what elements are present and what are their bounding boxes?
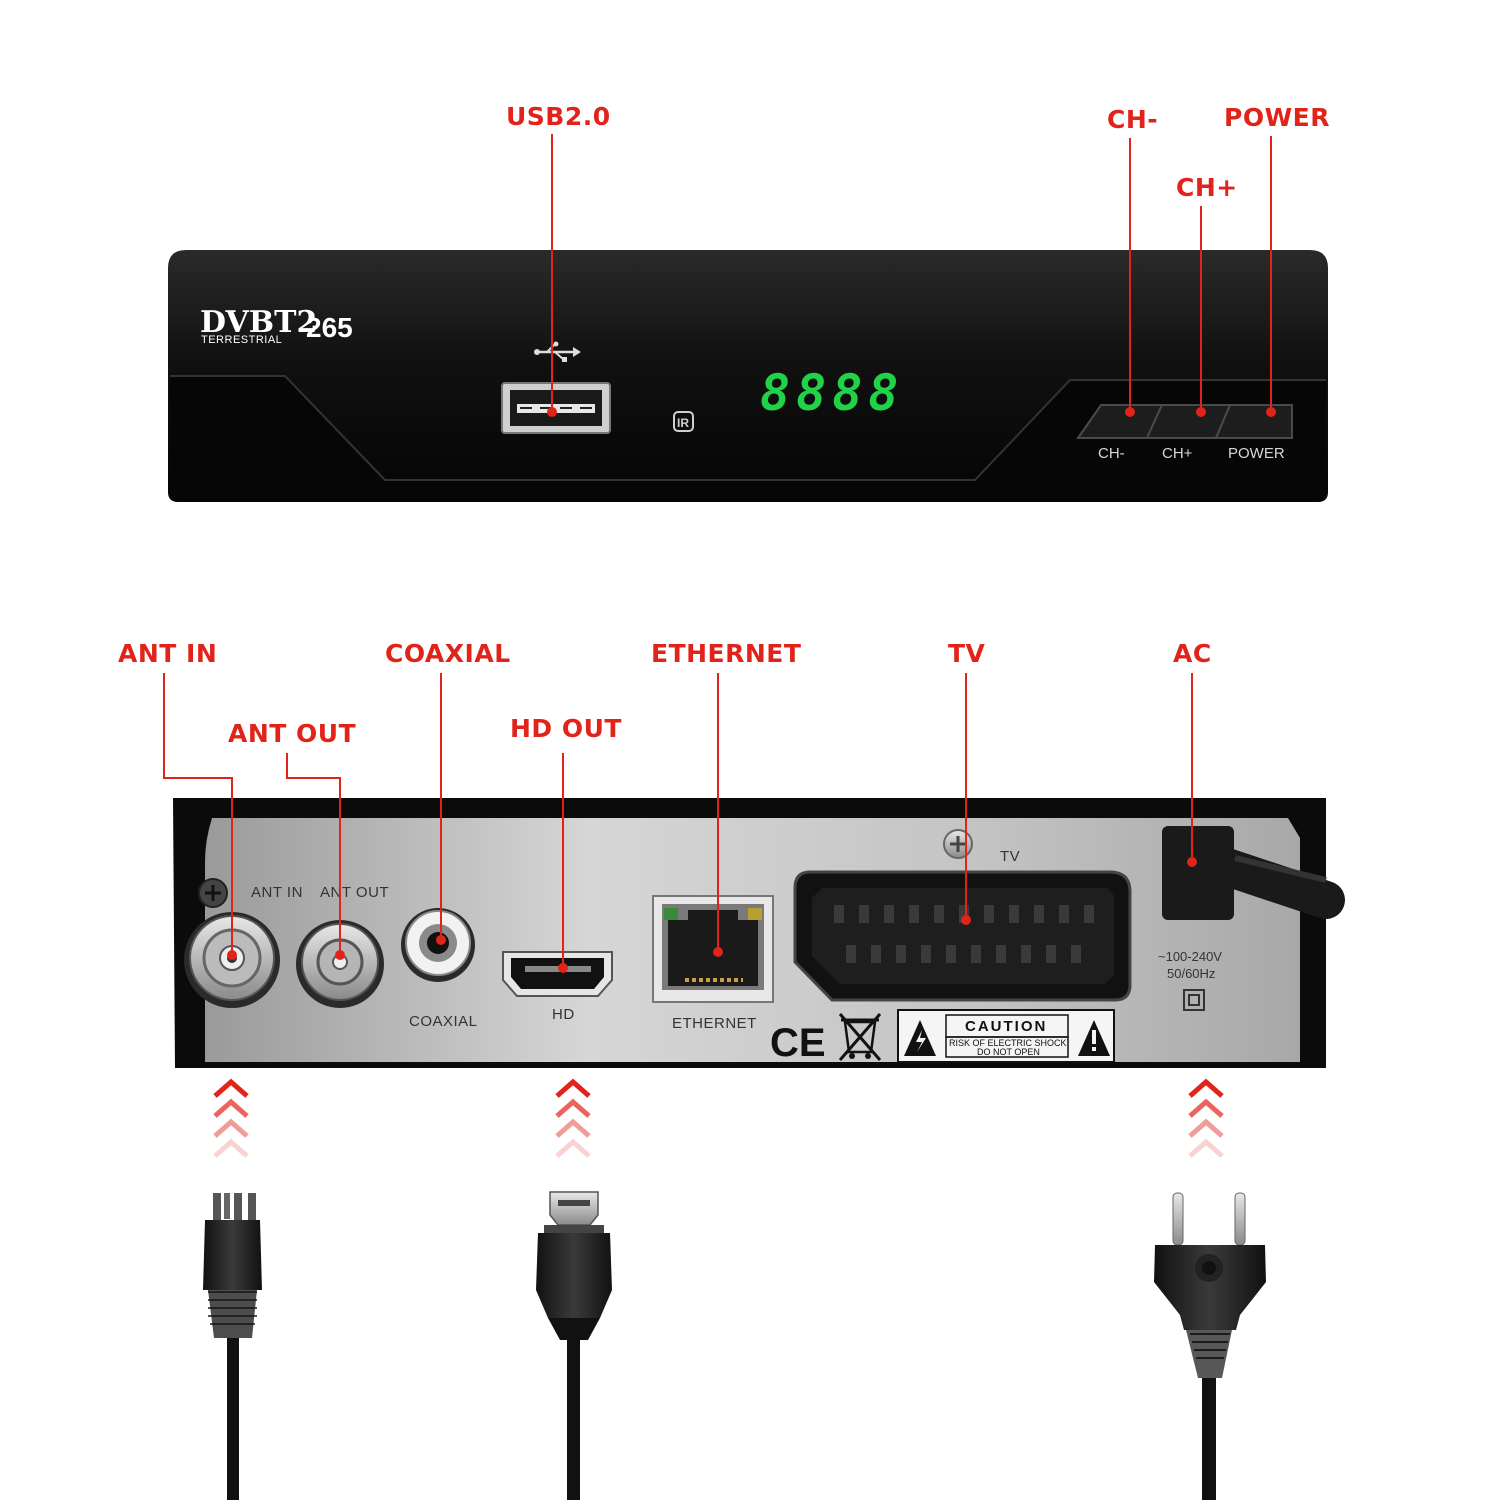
coaxial-connector[interactable] — [401, 908, 475, 982]
voltage-label: ~100-240V — [1158, 949, 1222, 964]
coaxial-label: COAXIAL — [409, 1013, 478, 1030]
rf-plug-icon — [203, 1193, 262, 1500]
frequency-label: 50/60Hz — [1167, 966, 1215, 981]
callout-ethernet: ETHERNET — [651, 639, 801, 668]
callout-ch-plus: CH+ — [1176, 173, 1238, 202]
ant-in-label: ANT IN — [251, 884, 303, 901]
svg-text:DO NOT OPEN: DO NOT OPEN — [977, 1047, 1040, 1057]
usb-port[interactable] — [501, 382, 611, 434]
dvbt2-logo: DVBT2 — [200, 305, 317, 340]
rear-callouts — [163, 673, 1193, 968]
svg-text:CAUTION: CAUTION — [965, 1018, 1047, 1035]
hdmi-port[interactable] — [502, 951, 613, 997]
hdmi-plug-icon — [536, 1191, 612, 1500]
screw-icon — [943, 829, 973, 859]
ant-out-connector[interactable] — [296, 920, 384, 1008]
up-arrows-icon — [1188, 1078, 1224, 1158]
callout-ant-out: ANT OUT — [228, 719, 356, 748]
front-callouts: USB2.0 CH- CH+ POWER — [506, 102, 1330, 417]
rear-callout-dots — [227, 857, 1197, 973]
callout-ant-in: ANT IN — [118, 639, 217, 668]
up-arrows-icon — [555, 1078, 591, 1158]
tv-label: TV — [1000, 848, 1020, 865]
callout-ch-minus: CH- — [1107, 105, 1158, 134]
callout-tv: TV — [948, 639, 986, 668]
up-arrows-icon — [213, 1078, 249, 1158]
callout-hd-out: HD OUT — [510, 714, 622, 743]
weee-bin-icon — [838, 1013, 882, 1061]
led-display: 8888 — [760, 364, 904, 422]
svg-text:IR: IR — [677, 416, 689, 430]
callout-power: POWER — [1224, 103, 1330, 132]
double-insulation-icon — [1183, 989, 1205, 1011]
caution-label: CAUTION RISK OF ELECTRIC SHOCK DO NOT OP… — [897, 1009, 1115, 1063]
ethernet-port[interactable] — [652, 895, 774, 1003]
callout-coaxial: COAXIAL — [385, 639, 511, 668]
screw-icon — [198, 878, 228, 908]
terrestrial-label: TERRESTRIAL — [201, 334, 282, 346]
hd-label: HD — [552, 1006, 575, 1023]
ce-mark-icon: CE — [770, 1021, 826, 1065]
callout-ac: AC — [1173, 639, 1212, 668]
ant-out-label: ANT OUT — [320, 884, 389, 901]
ac-power-cable — [1162, 826, 1345, 920]
model-number: 265 — [306, 312, 353, 343]
usb-icon — [534, 341, 581, 362]
power-button[interactable] — [1214, 404, 1293, 439]
eu-plug-icon — [1154, 1192, 1266, 1500]
callout-usb: USB2.0 — [506, 102, 611, 131]
power-label: POWER — [1228, 445, 1285, 462]
scart-port[interactable] — [793, 870, 1132, 1002]
front-panel: DVBT2 TERRESTRIAL 265 IR 8888 — [168, 250, 1328, 502]
ch-minus-label: CH- — [1098, 445, 1125, 462]
svg-text:RISK OF ELECTRIC SHOCK: RISK OF ELECTRIC SHOCK — [949, 1038, 1067, 1048]
ch-plus-label: CH+ — [1162, 445, 1193, 462]
ethernet-label: ETHERNET — [672, 1015, 757, 1032]
ir-icon: IR — [673, 411, 694, 432]
rear-panel: ANT IN ANT OUT COAXIAL — [173, 798, 1345, 1068]
front-buttons — [1076, 404, 1293, 439]
